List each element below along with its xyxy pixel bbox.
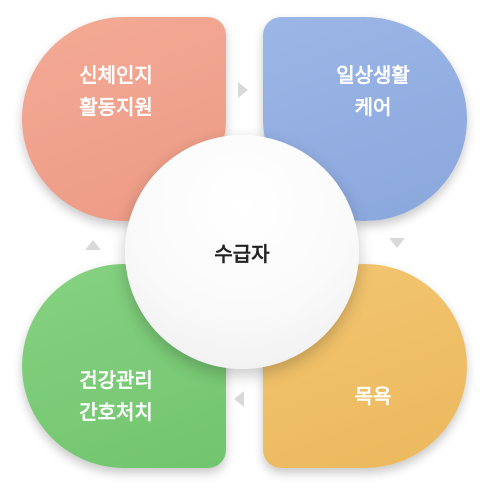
petal-label-line: 목욕 [354,384,392,408]
arrow-up-icon [85,240,101,250]
petal-physical-cognitive-support: 신체인지 활동지원 [22,17,226,221]
petal-label-line: 활동지원 [79,95,153,119]
arrow-left-icon [234,391,244,407]
petal-label-line: 신체인지 [79,63,153,87]
petal-label: 건강관리 간호처치 [79,364,153,428]
petal-label-line: 건강관리 [79,368,153,392]
petal-label-line: 케어 [354,95,392,119]
petal-label-line: 간호처치 [79,400,153,424]
center-label: 수급자 [214,241,270,266]
petal-label: 신체인지 활동지원 [79,59,153,123]
petal-label: 목욕 [355,380,392,412]
petal-label-line: 일상생활 [336,63,410,87]
arrow-right-icon [238,82,248,98]
arrow-down-icon [389,238,405,248]
petal-label: 일상생활 케어 [336,59,410,123]
center-recipient-circle: 수급자 [125,135,359,369]
